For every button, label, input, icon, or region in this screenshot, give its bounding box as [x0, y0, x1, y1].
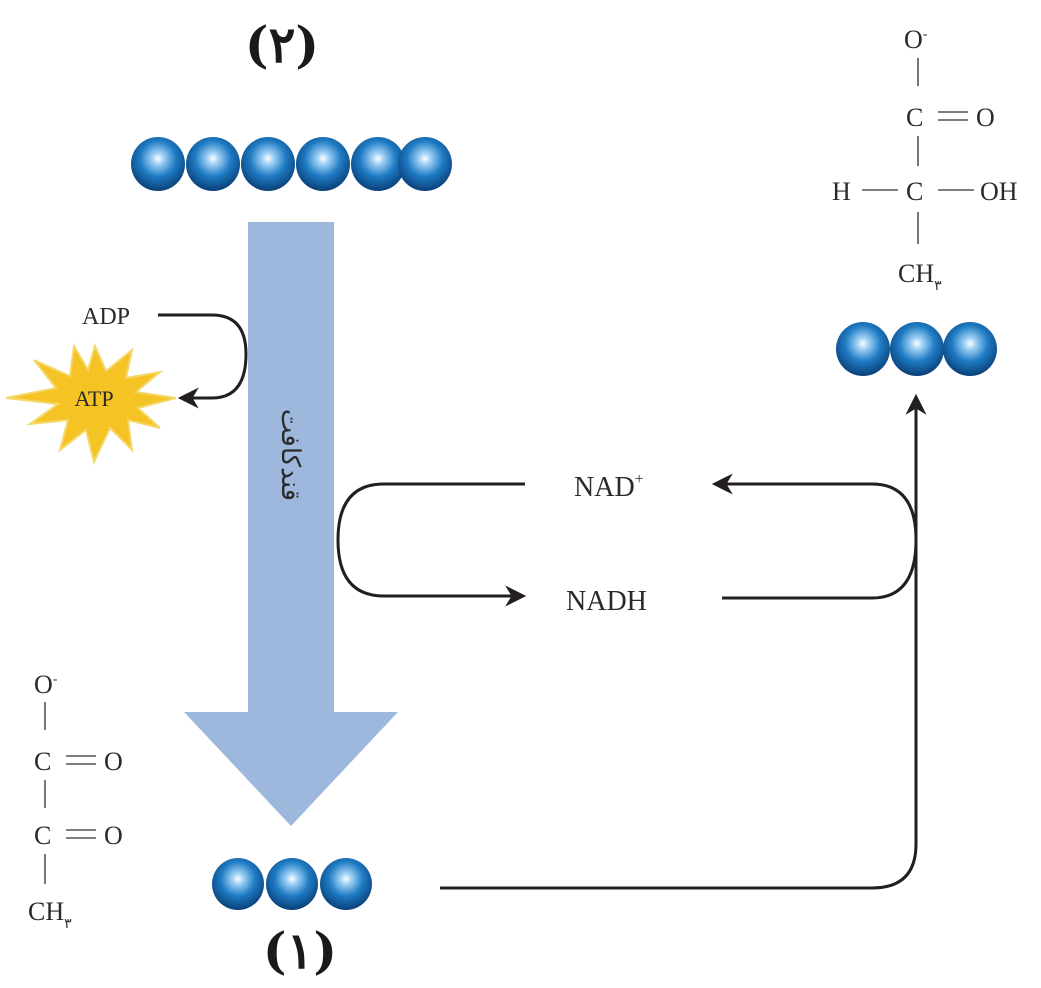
glucose-carbon-chain [131, 137, 452, 191]
carbon-ball [943, 322, 997, 376]
carbon-ball [398, 137, 452, 191]
lactate-carbon-chain [836, 322, 997, 376]
pyruvate-ch3: CH۳ [28, 897, 72, 932]
lactate-oh: OH [980, 177, 1018, 206]
glycolysis-label: قندکافت [276, 409, 305, 501]
adp-atp-arrow [158, 313, 248, 409]
adp-label: ADP [82, 304, 130, 330]
pyruvate-o2: O [104, 821, 123, 850]
carbon-ball [131, 137, 185, 191]
lactate-ch3: CH۳ [898, 259, 942, 294]
nadh-to-nad-arrow [711, 473, 918, 600]
lactate-structure: O- C O H C OH CH۳ [832, 25, 1018, 294]
nadh-label: NADH [566, 586, 647, 617]
atp-label: ATP [74, 386, 113, 411]
bottom-number-label: (۱) [263, 921, 337, 980]
lactate-h: H [832, 177, 851, 206]
atp-starburst-icon [5, 342, 177, 465]
nad-to-nadh-arrow [336, 482, 527, 607]
carbon-ball [296, 137, 350, 191]
pyruvate-c2: C [34, 821, 51, 850]
carbon-ball [212, 858, 264, 910]
lactate-o1: O [976, 103, 995, 132]
pyruvate-to-lactate-arrow [440, 393, 927, 890]
carbon-ball [266, 858, 318, 910]
lactate-c1: C [906, 103, 923, 132]
nad-plus-label: NAD+ [574, 471, 644, 503]
top-number-label: (۲) [245, 15, 319, 74]
carbon-ball [351, 137, 405, 191]
carbon-ball [186, 137, 240, 191]
pyruvate-c1: C [34, 747, 51, 776]
lactate-o-minus: O- [904, 25, 928, 54]
pyruvate-o1: O [104, 747, 123, 776]
glycolysis-arrow [184, 222, 398, 826]
pyruvate-structure: O- C O C O CH۳ [28, 670, 123, 932]
pyruvate-o-minus: O- [34, 670, 58, 699]
carbon-ball [320, 858, 372, 910]
lactate-c2: C [906, 177, 923, 206]
carbon-ball [836, 322, 890, 376]
pyruvate-carbon-chain [212, 858, 372, 910]
carbon-ball [241, 137, 295, 191]
carbon-ball [890, 322, 944, 376]
